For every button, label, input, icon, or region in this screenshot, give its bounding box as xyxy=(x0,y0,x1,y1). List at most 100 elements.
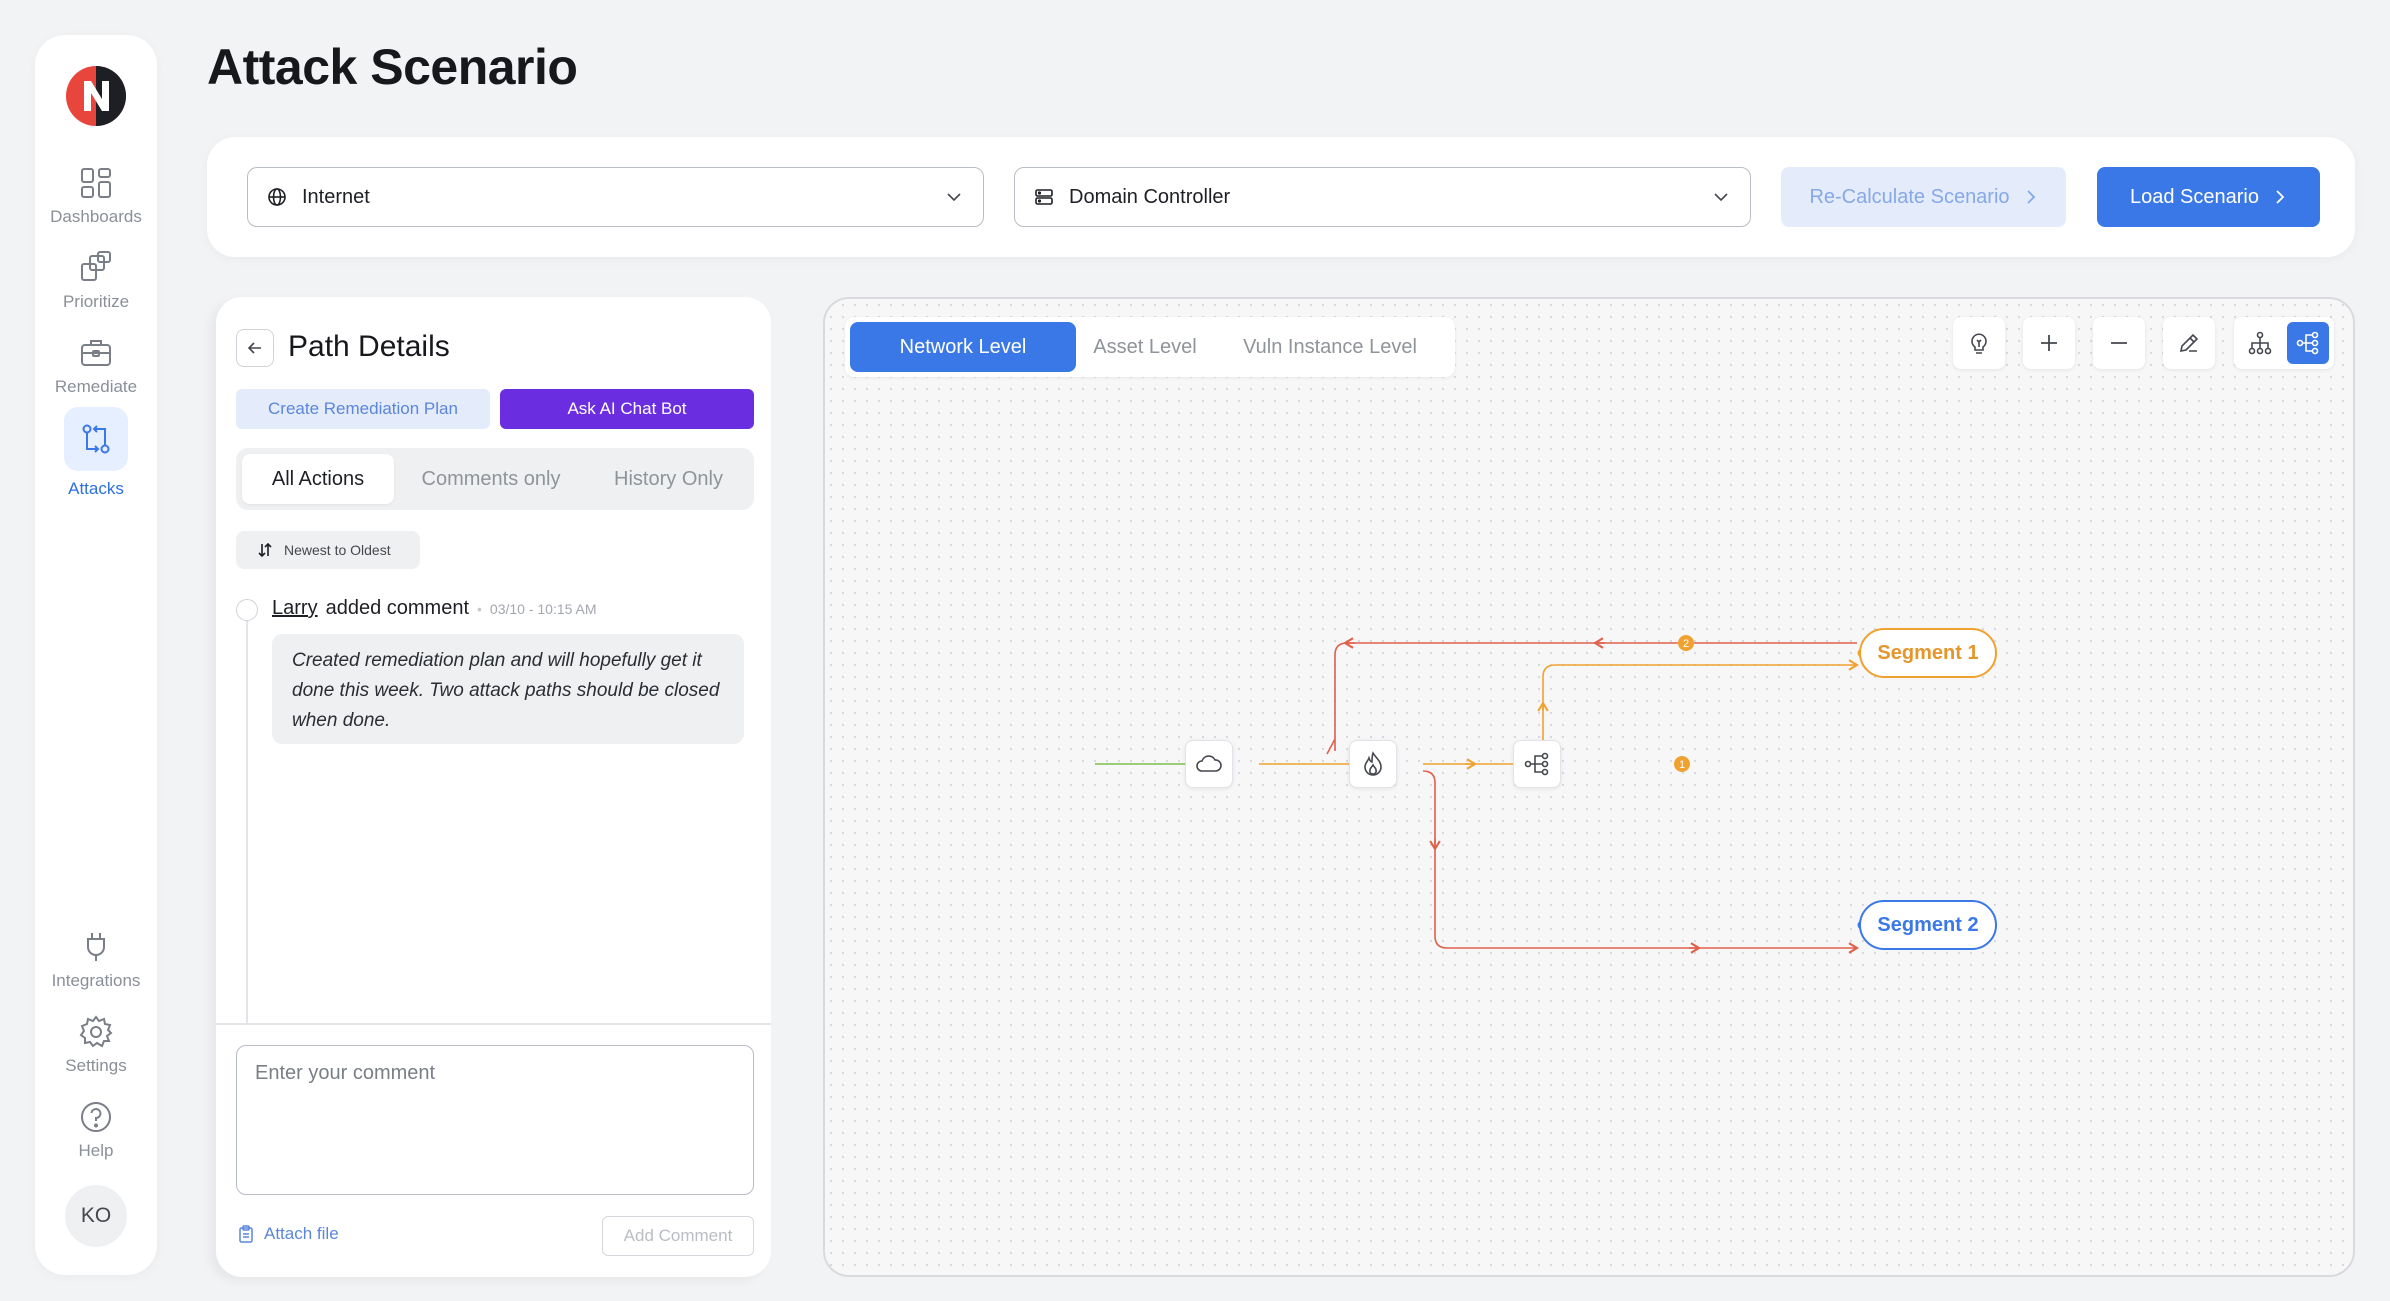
chevron-right-icon xyxy=(2276,190,2285,204)
insights-button[interactable] xyxy=(1953,317,2005,369)
graph-canvas[interactable]: Network Level Asset Level Vuln Instance … xyxy=(823,297,2355,1277)
filter-comments-only[interactable]: Comments only xyxy=(421,467,561,490)
add-comment-button[interactable]: Add Comment xyxy=(602,1216,754,1256)
comment-action: added comment xyxy=(325,597,469,619)
path-details-title: Path Details xyxy=(288,330,450,363)
target-select-value: Domain Controller xyxy=(1069,185,1231,208)
divider xyxy=(216,1023,771,1025)
source-select[interactable]: Internet xyxy=(247,167,984,227)
timeline-dot xyxy=(236,599,258,621)
sort-label: Newest to Oldest xyxy=(284,542,391,558)
graph-edges: 2 1 xyxy=(1095,635,1867,954)
source-select-value: Internet xyxy=(302,185,370,208)
sidebar-item-label: Attacks xyxy=(68,479,124,498)
comment-time: 03/10 - 10:15 AM xyxy=(489,600,597,617)
avatar[interactable]: KO xyxy=(65,1185,127,1247)
graph-layout-icon xyxy=(2296,331,2319,355)
remediate-icon xyxy=(81,340,111,366)
segment-2-node[interactable]: Segment 2 xyxy=(1859,900,1997,950)
sidebar-item-remediate[interactable]: Remediate xyxy=(35,333,157,397)
prioritize-icon xyxy=(81,251,111,281)
tab-network-level[interactable]: Network Level xyxy=(850,322,1076,372)
chevron-right-icon xyxy=(2026,190,2035,204)
sort-button[interactable]: Newest to Oldest xyxy=(236,531,420,569)
edge-badge-2 xyxy=(1678,635,1694,651)
comment-header: Larry added comment • 03/10 - 10:15 AM xyxy=(272,597,597,620)
ask-ai-chat-bot-button[interactable]: Ask AI Chat Bot xyxy=(500,389,754,429)
scenario-toolbar: Internet Domain Controller Re-Calculate … xyxy=(207,137,2355,257)
segment-1-node[interactable]: Segment 1 xyxy=(1859,628,1997,678)
sidebar-item-prioritize[interactable]: Prioritize xyxy=(35,248,157,312)
sidebar-item-attacks[interactable]: Attacks xyxy=(35,407,157,499)
target-select[interactable]: Domain Controller xyxy=(1014,167,1751,227)
sidebar: Dashboards Prioritize Remediate Attacks … xyxy=(35,35,157,1275)
layout-toggle xyxy=(2234,317,2334,369)
edit-button[interactable] xyxy=(2163,317,2215,369)
switch-node[interactable] xyxy=(1513,740,1561,788)
edge-segment1-switch xyxy=(1334,642,1857,751)
gear-icon xyxy=(79,1015,113,1048)
help-icon xyxy=(81,1102,111,1132)
activity-filter: All Actions Comments only History Only xyxy=(236,448,754,510)
network-icon xyxy=(1524,752,1549,776)
zoom-in-icon xyxy=(2041,335,2057,351)
app-logo[interactable] xyxy=(65,65,127,127)
back-button[interactable] xyxy=(236,329,274,367)
path-details-panel: Path Details Create Remediation Plan Ask… xyxy=(216,297,771,1277)
filter-history-only[interactable]: History Only xyxy=(614,467,723,490)
attacks-icon xyxy=(82,424,110,454)
sidebar-item-label: Dashboards xyxy=(50,207,142,226)
page-title: Attack Scenario xyxy=(207,39,578,95)
sidebar-item-label: Settings xyxy=(65,1056,127,1075)
sidebar-item-integrations[interactable]: Integrations xyxy=(35,927,157,991)
separator-dot: • xyxy=(477,600,482,617)
sidebar-item-label: Remediate xyxy=(54,377,138,396)
comment-text: Created remediation plan and will hopefu… xyxy=(272,634,744,744)
sidebar-item-label: Prioritize xyxy=(62,292,130,311)
attach-file-link[interactable]: Attach file xyxy=(238,1224,339,1244)
tree-layout-button[interactable] xyxy=(2239,322,2281,364)
zoom-out-icon xyxy=(2111,342,2127,344)
firewall-node[interactable] xyxy=(1349,740,1397,788)
load-scenario-button[interactable]: Load Scenario xyxy=(2097,167,2320,227)
edge-badge-1-text: 1 xyxy=(1679,759,1685,771)
edge-badge-2-text: 2 xyxy=(1683,638,1689,650)
fire-icon xyxy=(1364,751,1382,776)
clipboard-icon xyxy=(239,1225,253,1243)
chevron-down-icon xyxy=(947,193,961,202)
sort-icon xyxy=(258,542,272,558)
filter-all-actions[interactable]: All Actions xyxy=(242,454,394,504)
server-icon xyxy=(1035,189,1053,205)
attacks-icon-wrap xyxy=(64,407,128,471)
graph-layout-button[interactable] xyxy=(2287,322,2329,364)
load-scenario-label: Load Scenario xyxy=(2130,185,2259,208)
edge-badge-1 xyxy=(1674,756,1690,772)
zoom-out-button[interactable] xyxy=(2093,317,2145,369)
edge-switch-segment1 xyxy=(1423,659,1860,765)
level-tabs: Network Level Asset Level Vuln Instance … xyxy=(845,317,1455,377)
internet-node[interactable] xyxy=(1185,740,1233,788)
attach-file-label: Attach file xyxy=(264,1224,339,1243)
sidebar-item-label: Integrations xyxy=(51,971,141,990)
edit-icon xyxy=(2179,333,2199,353)
sidebar-item-settings[interactable]: Settings xyxy=(35,1012,157,1076)
tree-layout-icon xyxy=(2248,331,2272,355)
edge-switch-segment2 xyxy=(1422,770,1860,954)
sidebar-item-dashboards[interactable]: Dashboards xyxy=(35,163,157,227)
tab-asset-level[interactable]: Asset Level xyxy=(1093,335,1197,358)
tab-vuln-instance-level[interactable]: Vuln Instance Level xyxy=(1243,335,1417,358)
timeline-line xyxy=(246,617,248,1025)
comment-user[interactable]: Larry xyxy=(272,597,318,619)
sidebar-item-label: Help xyxy=(78,1141,114,1160)
zoom-in-button[interactable] xyxy=(2023,317,2075,369)
lightbulb-icon xyxy=(1971,333,1987,354)
create-remediation-plan-button[interactable]: Create Remediation Plan xyxy=(236,389,490,429)
recalculate-scenario-button[interactable]: Re-Calculate Scenario xyxy=(1781,167,2066,227)
cloud-icon xyxy=(1196,755,1222,772)
recalculate-scenario-label: Re-Calculate Scenario xyxy=(1809,185,2010,208)
dashboards-icon xyxy=(81,168,111,198)
arrow-left-icon xyxy=(247,342,261,354)
globe-icon xyxy=(268,188,286,206)
sidebar-item-help[interactable]: Help xyxy=(35,1097,157,1161)
comment-input[interactable] xyxy=(236,1045,754,1195)
